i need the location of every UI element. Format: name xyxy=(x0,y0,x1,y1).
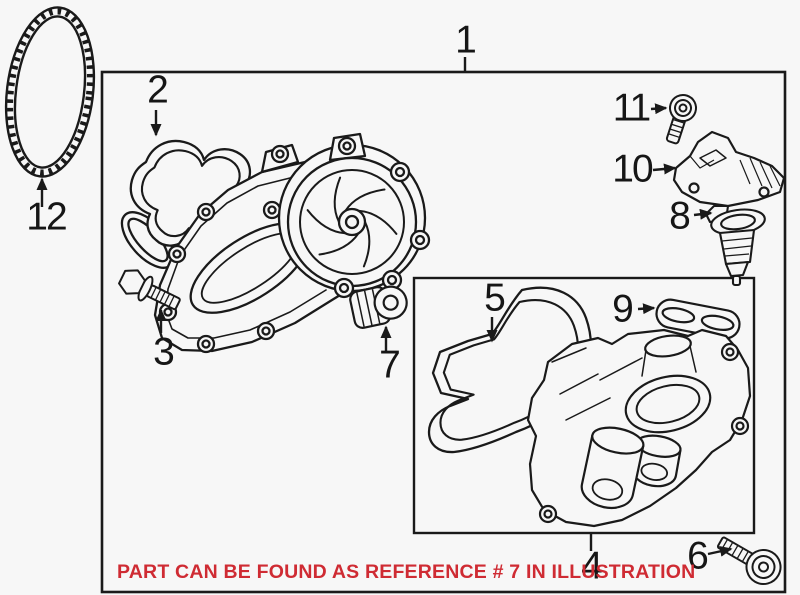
callout-label-8: 8 xyxy=(669,194,691,238)
callout-label-4: 4 xyxy=(581,544,603,588)
reference-note: PART CAN BE FOUND AS REFERENCE # 7 IN IL… xyxy=(117,561,696,583)
callout-8-arrow xyxy=(693,208,713,220)
callout-label-5: 5 xyxy=(484,276,506,320)
water-pump-drawing xyxy=(153,132,431,354)
callout-label-9: 9 xyxy=(612,287,634,331)
thermostat-housing-drawing xyxy=(526,328,752,528)
sub-assembly-border xyxy=(412,276,756,535)
callout-label-10: 10 xyxy=(612,147,653,191)
impeller-blades xyxy=(306,176,398,268)
flange-bolt-drawing xyxy=(716,536,782,585)
main-illustration-border xyxy=(100,70,787,594)
support-bracket-drawing xyxy=(672,130,786,208)
mounting-bolt-drawing xyxy=(118,269,181,311)
callout-11-arrow xyxy=(650,103,668,115)
bracket-screw-drawing xyxy=(665,94,697,145)
callout-leaders xyxy=(36,57,733,557)
callout-9-arrow xyxy=(637,303,656,315)
callout-label-6: 6 xyxy=(687,534,709,578)
callout-label-7: 7 xyxy=(379,343,401,387)
twin-port-gasket-drawing xyxy=(655,298,741,340)
drive-belt-drawing xyxy=(4,6,96,178)
callout-10-arrow xyxy=(652,163,677,175)
callout-label-1: 1 xyxy=(455,18,477,62)
callout-label-12: 12 xyxy=(26,195,67,239)
sealing-plug-drawing xyxy=(349,285,408,329)
callout-label-3: 3 xyxy=(153,330,175,374)
callout-label-11: 11 xyxy=(612,86,651,130)
callout-6-arrow xyxy=(707,545,733,557)
coolant-fitting-drawing xyxy=(704,204,766,287)
callout-label-2: 2 xyxy=(147,68,169,112)
